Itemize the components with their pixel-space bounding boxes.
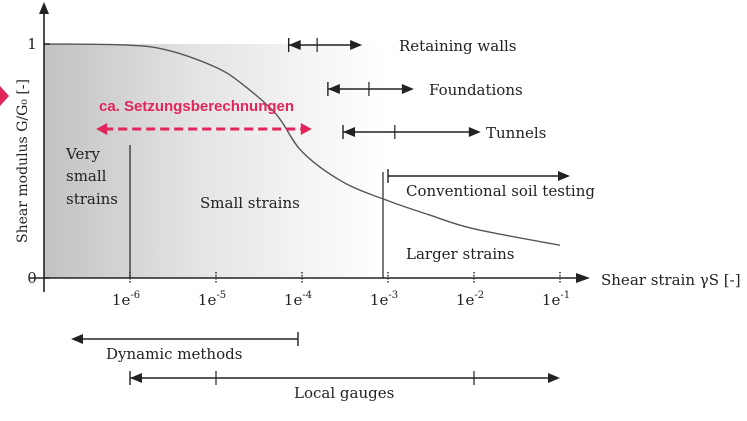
x-tick-label: 1e-2 [456,290,484,309]
range-local-gauges-arrow-right-icon [548,373,560,383]
y-tick-label: 0 [27,269,37,287]
region-label-very-small-3: strains [66,190,118,208]
settlement-calculation-label: ca. Setzungsberechnungen [99,98,294,115]
range-tunnels-arrow-right-icon [468,127,481,137]
range-tunnels-arrow-left-icon [343,127,356,137]
region-label-very-small-2: small [66,167,107,185]
x-tick-label: 1e-3 [370,290,398,309]
range-foundations-arrow-left-icon [327,84,340,94]
region-label-larger-strains: Larger strains [406,245,515,263]
range-label-dynamic-methods: Dynamic methods [106,345,242,363]
x-tick-label: 1e-1 [542,290,570,309]
range-dynamic-methods-arrow-left-icon [71,334,83,344]
range-label-local-gauges: Local gauges [294,384,394,402]
range-conventional-soil-testing-arrow-right-icon [558,171,570,181]
x-tick-label: 1e-6 [112,290,140,309]
range-label-tunnels: Tunnels [486,124,546,142]
x-tick-label: 1e-5 [198,290,226,309]
x-axis-arrow-icon [576,273,590,283]
y-axis-arrow-icon [39,2,49,14]
region-label-very-small-1: Very [65,145,101,163]
x-tick-label: 1e-4 [284,290,312,309]
pointer-marker-icon [0,86,9,106]
x-axis-label: Shear strain γS [-] [601,271,741,289]
range-retaining-walls-arrow-left-icon [288,40,301,50]
range-label-foundations: Foundations [429,81,523,99]
range-label-conventional-soil-testing: Conventional soil testing [406,182,595,200]
range-local-gauges-arrow-left-icon [130,373,142,383]
modulus-curve [43,43,561,246]
y-tick-label: 1 [27,35,37,53]
settlement-arrow-right-icon [300,123,312,135]
settlement-arrow-left-icon [96,123,108,135]
range-label-retaining-walls: Retaining walls [399,37,517,55]
range-retaining-walls-arrow-right-icon [350,40,363,50]
y-axis-label: Shear modulus G/G₀ [-] [15,79,31,243]
range-foundations-arrow-right-icon [401,84,414,94]
region-label-small-strains: Small strains [200,194,300,212]
